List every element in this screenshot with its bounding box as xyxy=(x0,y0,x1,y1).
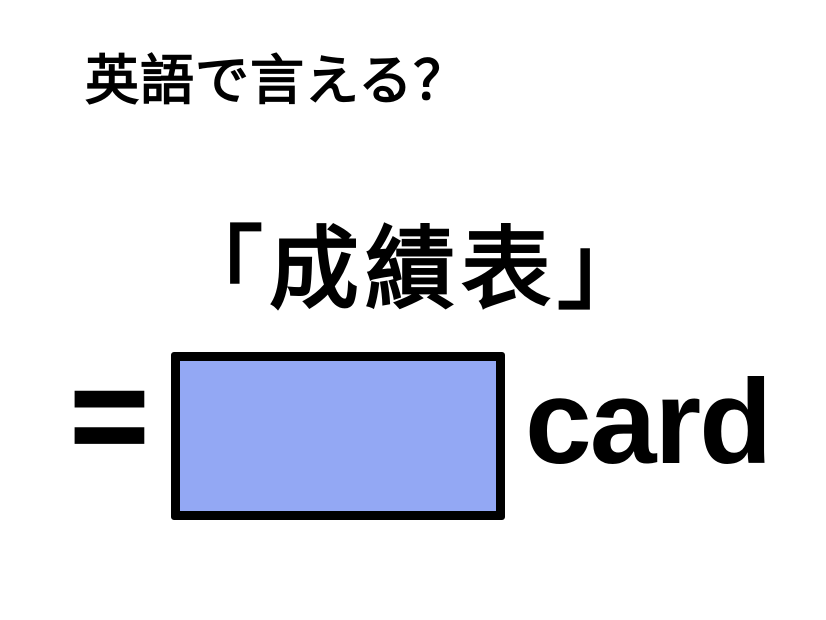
equals-sign: = xyxy=(69,340,150,491)
hidden-answer-box xyxy=(171,352,505,520)
quiz-term: 「成績表」 xyxy=(173,220,653,320)
answer-suffix: card xyxy=(525,355,772,489)
question-prompt: 英語で言える？ xyxy=(85,51,469,111)
